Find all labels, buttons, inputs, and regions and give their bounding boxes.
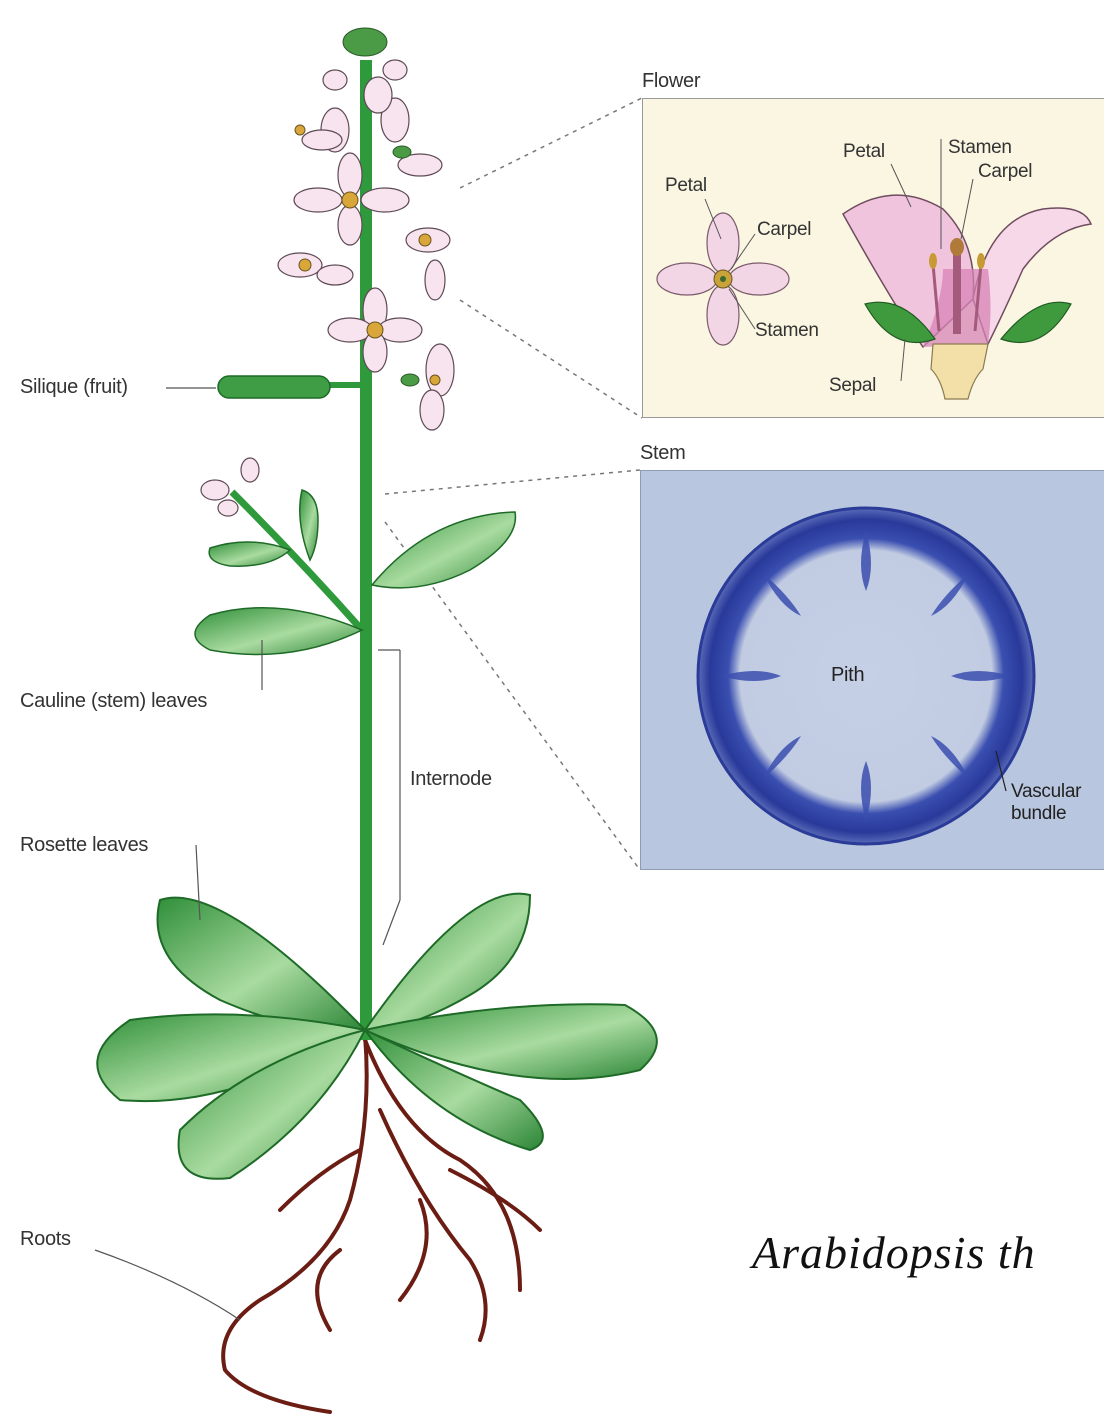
silique bbox=[218, 376, 364, 398]
label-cauline-leaves: Cauline (stem) leaves bbox=[20, 690, 207, 713]
label-internode: Internode bbox=[410, 768, 492, 791]
inflorescence-flowers bbox=[201, 28, 454, 516]
label-rosette-leaves: Rosette leaves bbox=[20, 834, 148, 857]
label-silique: Silique (fruit) bbox=[20, 376, 128, 399]
cauline-leaves bbox=[195, 490, 515, 655]
label-roots: Roots bbox=[20, 1228, 71, 1251]
rosette-leaves bbox=[97, 894, 657, 1179]
panel-connectors bbox=[385, 98, 642, 870]
species-title: Arabidopsis th bbox=[752, 1226, 1036, 1279]
